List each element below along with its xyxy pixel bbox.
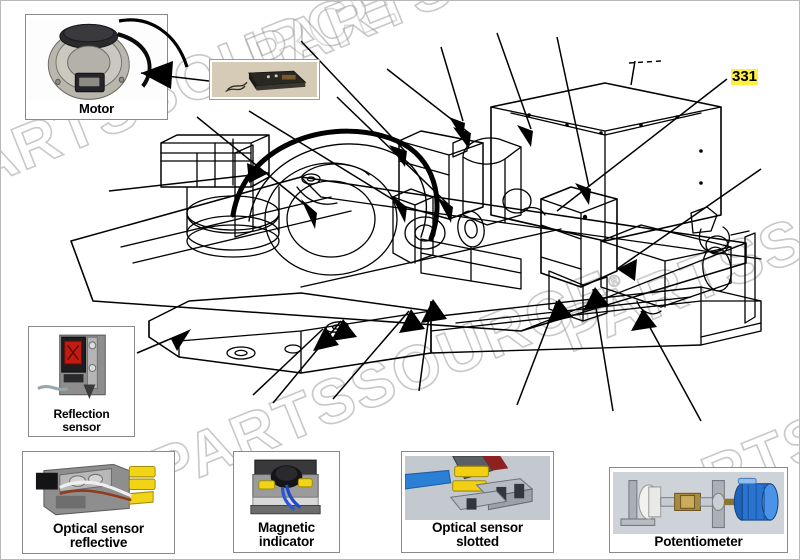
caption-line-2: sensor	[62, 419, 101, 434]
panel-caption-reflection: Reflection sensor	[32, 407, 131, 434]
panel-optical-sensor-slotted[interactable]: Optical sensor slotted	[401, 451, 554, 553]
photo-optical-slotted	[405, 456, 550, 520]
caption-line-1: Magnetic	[258, 519, 315, 535]
panel-motor[interactable]: Motor	[25, 14, 168, 120]
caption-line-2: indicator	[258, 533, 315, 549]
panel-caption-magnetic: Magnetic indicator	[237, 519, 336, 550]
panel-potentiometer[interactable]: Potentiometer	[609, 467, 788, 553]
photo-motor	[29, 19, 164, 102]
callout-331: 331	[731, 68, 759, 85]
panel-caption-optslot: Optical sensor slotted	[405, 519, 550, 550]
caption-line-1: Optical sensor	[432, 519, 523, 535]
panel-magnetic-indicator[interactable]: Magnetic indicator	[233, 451, 340, 553]
panel-optical-sensor-reflective[interactable]: Optical sensor reflective	[22, 451, 175, 554]
photo-magnetic-indicator	[237, 456, 336, 520]
panel-caption-potentiometer: Potentiometer	[613, 533, 784, 550]
watermark-text: PARTSSOURCE®	[141, 257, 626, 507]
photo-potentiometer	[613, 472, 784, 534]
photo-optical-reflective	[26, 456, 171, 521]
panel-caption-optref: Optical sensor reflective	[26, 520, 171, 551]
caption-line-2: reflective	[69, 534, 128, 550]
caption-line-2: slotted	[456, 533, 499, 549]
watermark-text: PARTSSOURCE®	[549, 117, 799, 367]
photo-reflection-sensor	[32, 331, 131, 408]
photo-encoder-board	[212, 62, 317, 97]
panel-caption-motor: Motor	[29, 101, 164, 117]
panel-reflection-sensor[interactable]: Reflection sensor	[28, 326, 135, 437]
caption-line-1: Reflection	[53, 407, 110, 422]
caption-line-1: Optical sensor	[53, 520, 144, 536]
panel-motor-inset[interactable]	[209, 59, 320, 100]
